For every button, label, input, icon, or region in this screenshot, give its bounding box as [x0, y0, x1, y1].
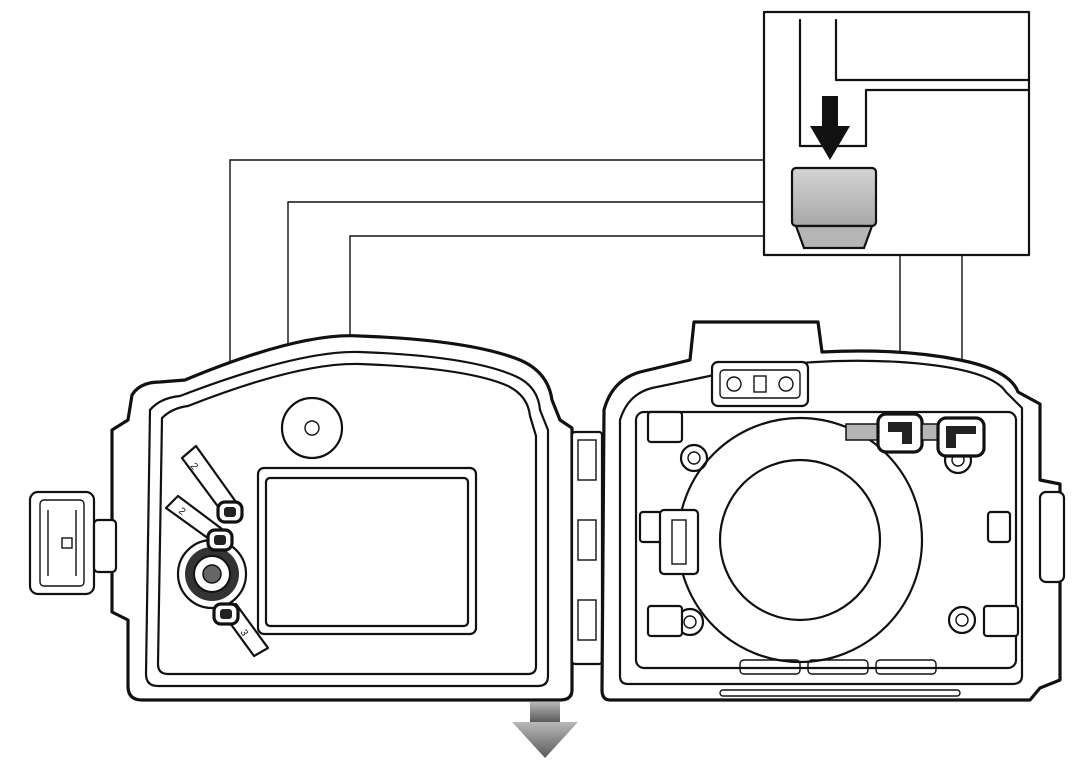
hinge: [570, 430, 604, 666]
strap-lug: [28, 490, 118, 596]
latch-label-2: 2: [176, 506, 188, 518]
seal-highlight-right-2: [936, 416, 986, 458]
latch-label-1: 2: [188, 461, 200, 473]
down-arrow-icon: [810, 96, 850, 160]
housing-back-door: 2 2 3: [110, 334, 574, 702]
detail-inset: [762, 10, 1031, 257]
control-dial: [176, 538, 248, 610]
latch-label-3: 3: [237, 628, 250, 639]
housing-front-body: [600, 320, 1066, 702]
next-step-arrow-icon: [512, 702, 578, 758]
gasket-seal: [790, 166, 878, 250]
seal-highlight-right-1: [876, 412, 924, 454]
